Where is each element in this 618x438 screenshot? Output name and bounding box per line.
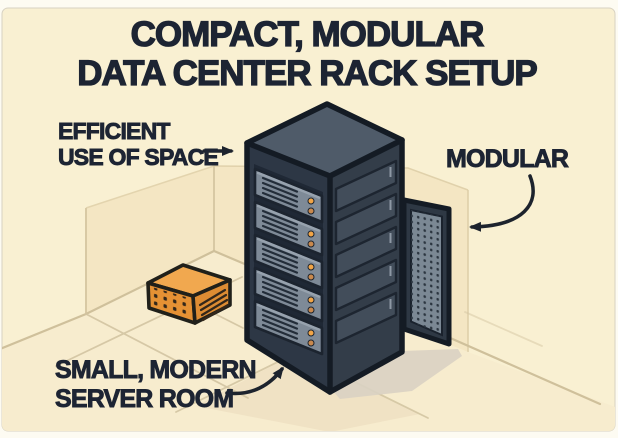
server-unit	[253, 266, 324, 323]
page-title-line1: COMPACT, MODULAR	[131, 15, 484, 54]
server-rack	[244, 101, 405, 395]
server-unit	[253, 200, 324, 257]
device-side-face	[191, 278, 232, 325]
server-unit	[253, 233, 324, 290]
wall-base-right	[446, 335, 602, 406]
led-indicator	[307, 207, 315, 215]
rack-outline	[244, 101, 405, 395]
floor-tile-diamond	[196, 353, 420, 431]
device-vent-holes	[152, 287, 190, 318]
rack-door-panel	[401, 197, 452, 347]
label-efficient-line2: USE OF SPACE	[58, 144, 218, 170]
rack-side-slot	[334, 291, 398, 345]
label-server-room-line1: SMALL, MODERN	[55, 356, 256, 384]
server-unit	[253, 167, 324, 224]
network-device	[146, 263, 232, 325]
door-mesh-perforations	[411, 210, 442, 335]
rack-side-slot	[334, 159, 398, 213]
label-modular: MODULAR	[446, 145, 569, 173]
label-server-room-line2: SERVER ROOM	[55, 385, 233, 413]
label-efficient-line1: EFFICIENT	[58, 118, 170, 144]
rack-side-slot	[334, 258, 398, 312]
back-left-wall	[86, 166, 214, 314]
page-title-line2: DATA CENTER RACK SETUP	[77, 54, 537, 93]
rack-side-slots	[334, 159, 398, 345]
rack-shadow	[332, 349, 462, 399]
rack-side-slot	[334, 225, 398, 279]
server-unit	[253, 299, 324, 356]
rack-side-slot	[334, 192, 398, 246]
arrow-curved-up-icon	[225, 366, 284, 396]
server-units	[253, 167, 324, 356]
led-indicator	[307, 197, 315, 205]
text-layer: COMPACT, MODULAR DATA CENTER RACK SETUP …	[55, 14, 571, 413]
arrow-curved-left-icon	[469, 174, 535, 232]
